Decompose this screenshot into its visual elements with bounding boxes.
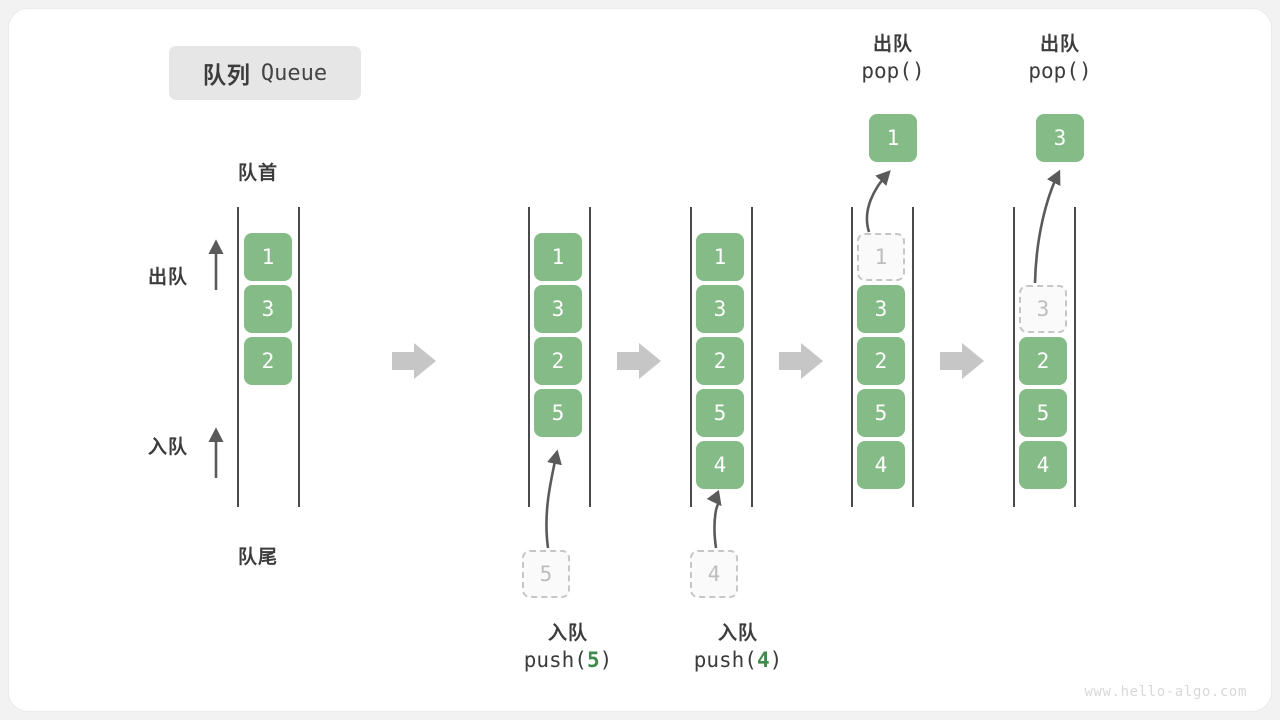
enqueue-direction-label: 入队 (148, 436, 189, 458)
site-watermark: www.hello-algo.com (1084, 684, 1247, 700)
queue-tail-label: 队尾 (238, 546, 279, 568)
queue-cell: 1 (696, 233, 744, 281)
queue-cell: 3 (534, 285, 582, 333)
queue-head-label: 队首 (238, 162, 279, 184)
title-english: Queue (260, 60, 328, 86)
queue-cell: 2 (857, 337, 905, 385)
popped-value-3: 3 (1036, 114, 1084, 162)
push-5-caption: 入队 push(5) (508, 622, 628, 674)
pop-1-label-cn: 出队 (872, 33, 913, 55)
queue-cell: 2 (1019, 337, 1067, 385)
queue-cell: 2 (244, 337, 292, 385)
queue-rail-right-col2 (589, 207, 591, 507)
queue-rail-left-col3 (690, 207, 692, 507)
queue-rail-right-col1 (298, 207, 300, 507)
queue-cell: 5 (696, 389, 744, 437)
queue-cell: 1 (244, 233, 292, 281)
pending-push-value-5: 5 (522, 550, 570, 598)
queue-cell: 5 (1019, 389, 1067, 437)
queue-cell: 2 (696, 337, 744, 385)
push-4-label-cn: 入队 (717, 622, 758, 644)
queue-rail-right-col3 (751, 207, 753, 507)
queue-cell: 3 (244, 285, 292, 333)
pop-3-caption: 出队 pop() (1000, 33, 1120, 85)
pop-3-label-cn: 出队 (1039, 33, 1080, 55)
queue-cell: 4 (696, 441, 744, 489)
push-5-label-cn: 入队 (547, 622, 588, 644)
push-4-code: push(4) (693, 647, 783, 672)
queue-rail-left-col1 (237, 207, 239, 507)
queue-cell: 3 (857, 285, 905, 333)
pop-1-caption: 出队 pop() (833, 33, 953, 85)
queue-cell: 4 (1019, 441, 1067, 489)
queue-cell: 1 (534, 233, 582, 281)
pending-push-value-4: 4 (690, 550, 738, 598)
queue-cell: 4 (857, 441, 905, 489)
push-5-code: push(5) (523, 647, 613, 672)
queue-rail-left-col2 (528, 207, 530, 507)
queue-cell-ghost: 3 (1019, 285, 1067, 333)
queue-cell: 5 (857, 389, 905, 437)
queue-rail-right-col4 (912, 207, 914, 507)
title-chinese: 队列 (202, 63, 251, 89)
pop-3-code: pop() (1028, 58, 1092, 83)
queue-rail-left-col4 (851, 207, 853, 507)
diagram-card (8, 8, 1272, 712)
queue-cell: 2 (534, 337, 582, 385)
pop-1-code: pop() (861, 58, 925, 83)
queue-rail-left-col5 (1013, 207, 1015, 507)
push-4-caption: 入队 push(4) (678, 622, 798, 674)
diagram-title-badge: 队列 Queue (169, 46, 361, 100)
queue-cell: 3 (696, 285, 744, 333)
queue-cell-ghost: 1 (857, 233, 905, 281)
popped-value-1: 1 (869, 114, 917, 162)
dequeue-direction-label: 出队 (148, 266, 189, 288)
queue-rail-right-col5 (1074, 207, 1076, 507)
queue-cell: 5 (534, 389, 582, 437)
